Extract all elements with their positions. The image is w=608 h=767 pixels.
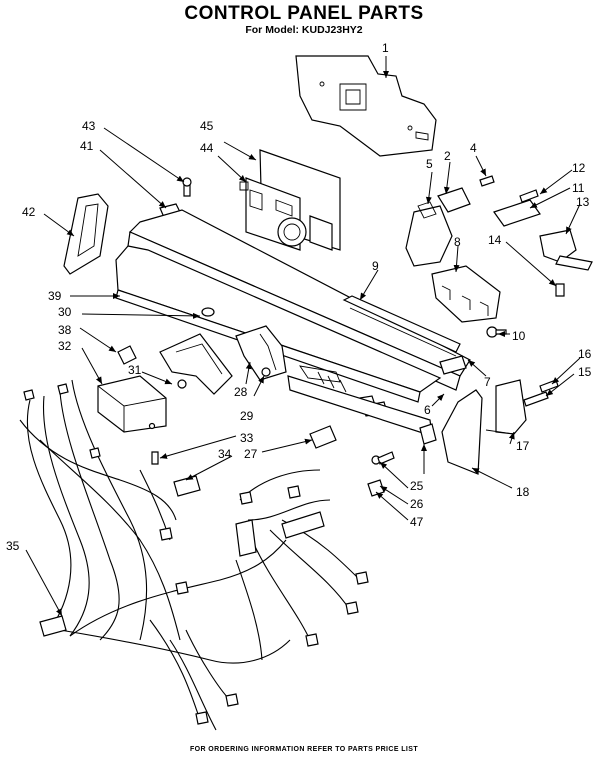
callout-9: 9 (372, 259, 379, 273)
callout-38: 38 (58, 323, 72, 337)
callout-28: 28 (234, 385, 248, 399)
callout-2: 2 (444, 149, 451, 163)
part-28-screw (261, 367, 271, 377)
part-42-left-end-cap (63, 193, 109, 275)
part-44-timer-assembly (239, 149, 341, 251)
part-29-bracket (235, 325, 287, 381)
callout-8: 8 (454, 235, 461, 249)
model-subtitle: For Model: KUDJ23HY2 (245, 24, 363, 36)
callout-12: 12 (572, 161, 586, 175)
part-10-screw (486, 326, 507, 338)
part-35-wiring-harness (19, 379, 369, 731)
callout-42: 42 (22, 205, 36, 219)
callout-31: 31 (128, 363, 142, 377)
part-15-16-screws (523, 379, 559, 407)
part-33-screw (151, 451, 159, 465)
part-31-bracket (159, 333, 233, 395)
part-9-bezel-strip (342, 295, 461, 357)
callout-34: 34 (218, 447, 232, 461)
callout-41: 41 (80, 139, 94, 153)
part-14-screw (555, 283, 565, 297)
callout-47: 47 (410, 515, 424, 529)
callout-5: 5 (426, 157, 433, 171)
part-27-button (309, 425, 337, 449)
callout-32: 32 (58, 339, 72, 353)
callout-11: 11 (572, 181, 585, 195)
part-39-control-panel (115, 209, 471, 437)
callout-26: 26 (410, 497, 424, 511)
leader-lines (25, 56, 581, 617)
part-8-switch-block (431, 265, 501, 323)
part-32-module (97, 375, 167, 433)
part-4-screw (479, 175, 495, 187)
callout-labels: 1 2 4 5 6 7 8 9 10 11 12 13 14 15 16 17 … (6, 41, 592, 553)
callout-45: 45 (200, 119, 214, 133)
callout-35: 35 (6, 539, 20, 553)
callout-17: 17 (516, 439, 530, 453)
callout-14: 14 (488, 233, 502, 247)
callout-16: 16 (578, 347, 592, 361)
callout-15: 15 (578, 365, 592, 379)
callout-18: 18 (516, 485, 530, 499)
callout-7: 7 (484, 375, 491, 389)
part-1-back-plate (295, 55, 437, 157)
callout-43: 43 (82, 119, 96, 133)
part-13-latch (539, 229, 593, 271)
part-2-bracket (437, 187, 471, 213)
part-47-clip (367, 479, 385, 497)
part-12-screw (519, 189, 539, 203)
callout-10: 10 (512, 329, 526, 343)
callout-33: 33 (240, 431, 254, 445)
callout-30: 30 (58, 305, 72, 319)
callout-1: 1 (382, 41, 389, 55)
callout-44: 44 (200, 141, 214, 155)
callout-13: 13 (576, 195, 590, 209)
callout-39: 39 (48, 289, 62, 303)
page-title: CONTROL PANEL PARTS (184, 3, 424, 24)
part-11-bracket (493, 199, 541, 227)
part-17-bracket (485, 379, 527, 435)
callout-27: 27 (244, 447, 258, 461)
ordering-footer: FOR ORDERING INFORMATION REFER TO PARTS … (189, 746, 419, 753)
part-38-plug (117, 345, 137, 365)
part-43-screw (182, 177, 192, 197)
callout-6: 6 (424, 403, 431, 417)
callout-4: 4 (470, 141, 477, 155)
part-6-clip (419, 423, 437, 445)
part-25-screw (371, 451, 395, 465)
part-5-switch-housing (405, 201, 453, 267)
callout-29: 29 (240, 409, 254, 423)
part-18-right-end-cap (441, 389, 483, 475)
part-30-ring (201, 307, 215, 317)
callout-25: 25 (410, 479, 424, 493)
part-7-clip (439, 355, 467, 375)
